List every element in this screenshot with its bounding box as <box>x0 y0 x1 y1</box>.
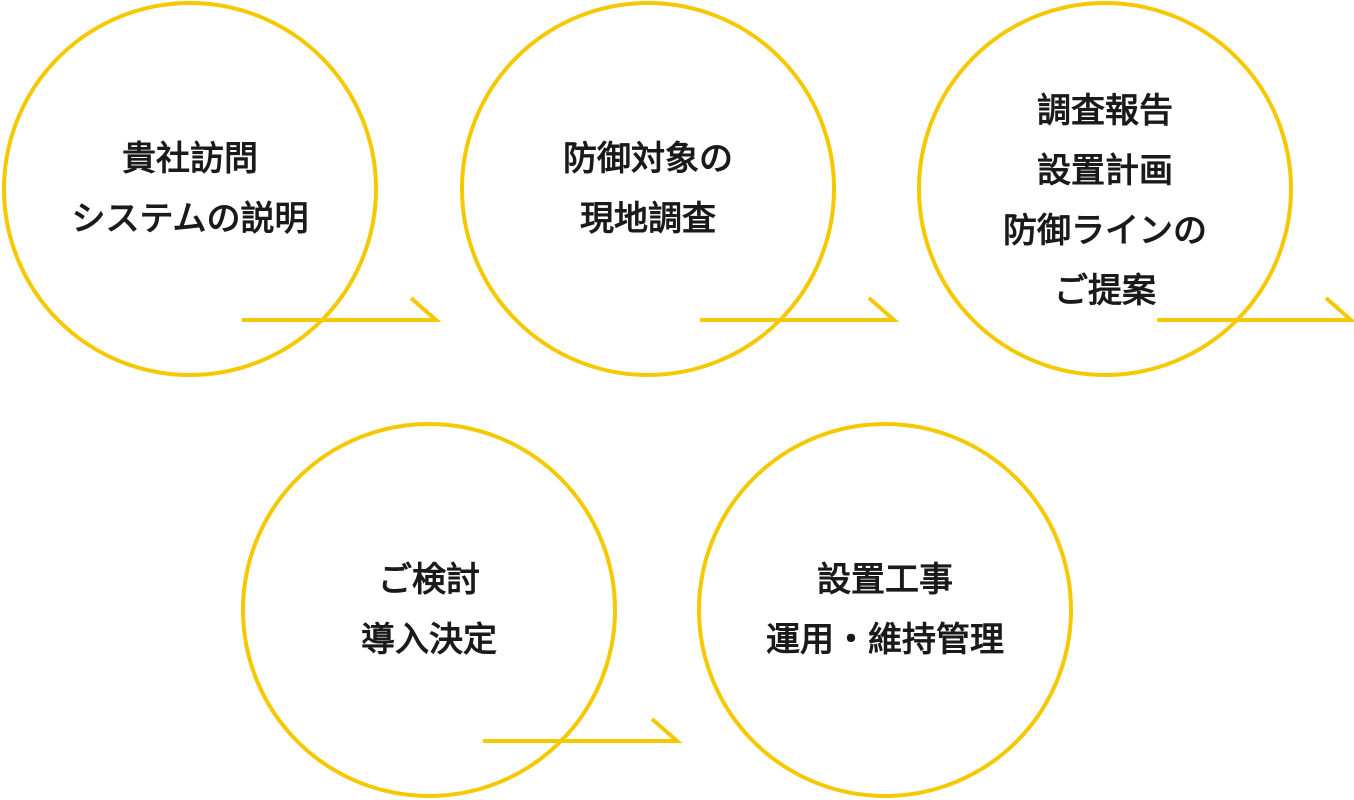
step-1-circle <box>2 1 378 377</box>
step-5-line-2: 運用・維持管理 <box>766 620 1004 660</box>
step-5-circle <box>697 422 1073 798</box>
step-3-line-4: ご提案 <box>1054 271 1156 311</box>
step-4-circle <box>241 422 617 798</box>
step-2-line-1: 防御対象の <box>563 139 733 179</box>
arrow-step-1-to-2 <box>242 296 442 322</box>
step-3-line-2: 設置計画 <box>1037 151 1173 191</box>
step-4-line-2: 導入決定 <box>361 620 497 660</box>
step-3-label: 調査報告 設置計画 防御ラインの ご提案 <box>1003 81 1207 321</box>
step-3-line-3: 防御ラインの <box>1003 211 1207 251</box>
step-3-line-1: 調査報告 <box>1037 91 1173 131</box>
step-3-circle <box>917 1 1293 377</box>
arrow-step-4-to-5 <box>483 717 683 743</box>
arrow-step-3-next <box>1157 296 1354 322</box>
arrow-step-2-to-3 <box>700 296 900 322</box>
step-5-label: 設置工事 運用・維持管理 <box>766 550 1004 670</box>
step-1-label: 貴社訪問 システムの説明 <box>72 129 309 249</box>
step-2-label: 防御対象の 現地調査 <box>563 129 733 249</box>
step-4-line-1: ご検討 <box>378 560 480 600</box>
step-2-circle <box>460 1 836 377</box>
step-1-line-1: 貴社訪問 <box>121 139 258 179</box>
step-4-label: ご検討 導入決定 <box>361 550 497 670</box>
step-5-line-1: 設置工事 <box>817 560 953 600</box>
step-1-line-2: システムの説明 <box>71 199 309 239</box>
step-2-line-2: 現地調査 <box>580 199 716 239</box>
